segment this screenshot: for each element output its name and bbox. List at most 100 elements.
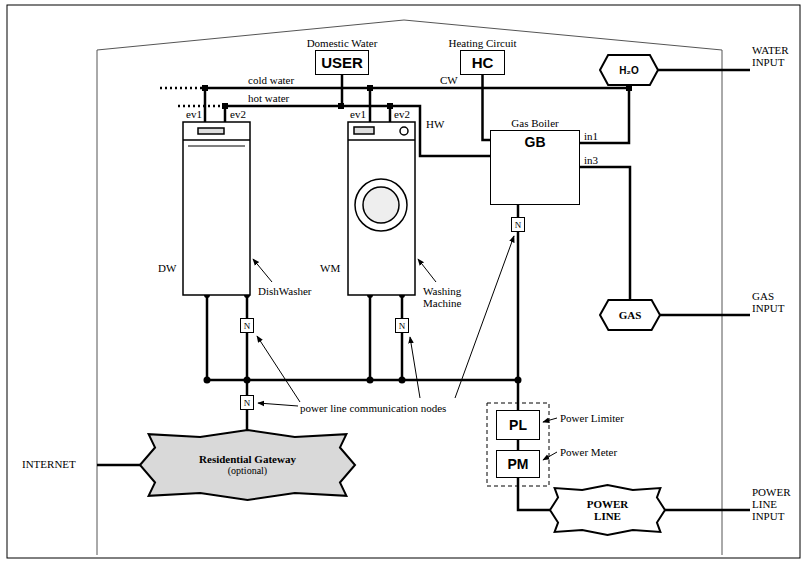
pipe-label: CW <box>440 74 458 86</box>
hot-water-pipe <box>225 105 341 108</box>
power-limiter-box: PL <box>496 410 540 440</box>
wire <box>369 295 372 380</box>
callout-text: Power Limiter <box>560 412 624 424</box>
junctions <box>202 85 632 384</box>
valve-label: ev2 <box>230 108 246 120</box>
water-input-line <box>658 69 750 72</box>
heading-text: Gas Boiler <box>511 117 558 129</box>
pipe-connector <box>517 440 520 450</box>
pipes <box>97 70 750 510</box>
wire <box>401 295 404 318</box>
pipe-connector <box>483 75 491 140</box>
node-text: PL <box>509 417 527 433</box>
comm-node: N <box>511 217 525 232</box>
text-group: N <box>244 321 251 331</box>
pipe-label: hot water <box>248 92 289 104</box>
text-group: Residential Gateway(optional) <box>199 453 296 477</box>
pipe-label: cold water <box>248 74 294 86</box>
callout-text: Washing Machine <box>423 285 478 309</box>
node-text: N <box>399 321 406 331</box>
pipe-connector <box>580 85 629 143</box>
washing-machine-drawing <box>348 122 415 295</box>
bus-line <box>207 379 518 382</box>
text-group: HC <box>472 55 494 71</box>
shape-outline <box>550 485 665 535</box>
input-label: GAS INPUT <box>752 290 802 314</box>
cold-water-pipe-continuation <box>160 87 205 90</box>
residential-gateway: Residential Gateway(optional) <box>140 430 355 500</box>
comm-node: N <box>395 318 409 333</box>
shape-outline <box>600 55 658 85</box>
node-text: Residential Gateway <box>199 453 296 465</box>
wire <box>246 333 249 395</box>
input-label: WATER INPUT <box>752 44 802 68</box>
text-group: PM <box>508 456 529 472</box>
text-group: POWER LINE <box>583 498 633 522</box>
pipe-label: HW <box>426 118 444 130</box>
node-text: GB <box>525 134 546 150</box>
text-group: N <box>515 220 522 230</box>
node-text: PM <box>508 456 529 472</box>
valve-label: ev1 <box>186 108 202 120</box>
internet-line <box>97 464 140 467</box>
node-text: HC <box>472 55 494 71</box>
pipe <box>204 88 207 122</box>
input-label: INTERNET <box>22 458 76 470</box>
node-text: H₂O <box>619 65 638 76</box>
node-text: N <box>244 398 251 408</box>
meter-group-outline <box>487 403 549 486</box>
power-line-symbol: POWER LINE <box>550 485 665 535</box>
callout-text: DishWasher <box>258 285 312 297</box>
heating-circuit-box: HCHeating Circuit <box>460 50 505 75</box>
callout-text: Power Meter <box>560 446 617 458</box>
pipe-connector <box>342 75 490 156</box>
wire <box>206 295 209 380</box>
comm-node: N <box>240 395 254 410</box>
callout-text: power line communication nodes <box>300 402 446 414</box>
heading-text: Heating Circuit <box>448 37 516 49</box>
appliance-label: DW <box>158 262 176 274</box>
house-outline <box>97 20 722 555</box>
power-input-line <box>665 509 750 512</box>
heading-text: Domestic Water <box>307 37 378 49</box>
node-text: POWER LINE <box>583 498 633 522</box>
text-group: H₂O <box>619 65 638 76</box>
wire <box>401 333 404 380</box>
wire <box>246 295 249 318</box>
valve-label: ev2 <box>394 108 410 120</box>
valve-label: ev1 <box>350 108 366 120</box>
inlet-label: in3 <box>584 154 598 166</box>
pipe-connector <box>517 205 520 217</box>
comm-node: N <box>240 318 254 333</box>
text-group: PL <box>509 417 527 433</box>
node-text: N <box>515 220 522 230</box>
shape-outline <box>140 430 355 500</box>
node-text: USER <box>321 55 363 71</box>
input-label: POWER LINE INPUT <box>752 486 802 522</box>
cold-water-pipe <box>205 87 629 90</box>
power-meter-box: PM <box>496 450 540 478</box>
text-group: USER <box>321 55 363 71</box>
gas-input-symbol: GAS <box>600 300 660 330</box>
leader-lines <box>253 236 557 460</box>
text-group: N <box>244 398 251 408</box>
dishwasher-drawing <box>183 122 250 295</box>
inlet-label: in1 <box>584 130 598 142</box>
pipe-connector <box>246 410 249 430</box>
shape-outline <box>600 300 660 330</box>
node-text: (optional) <box>228 465 267 477</box>
text-group: GAS <box>619 309 642 321</box>
gas-boiler-box: GBGas Boiler <box>490 130 580 205</box>
text-group: N <box>399 321 406 331</box>
pipe-connector <box>580 167 630 300</box>
node-text: GAS <box>619 309 642 321</box>
node-text: N <box>244 321 251 331</box>
pipe-connector <box>518 478 550 510</box>
text-group: GB <box>525 134 546 150</box>
hot-water-pipe-continuation <box>178 105 225 108</box>
gas-input-line <box>660 314 750 317</box>
frame <box>7 5 800 558</box>
